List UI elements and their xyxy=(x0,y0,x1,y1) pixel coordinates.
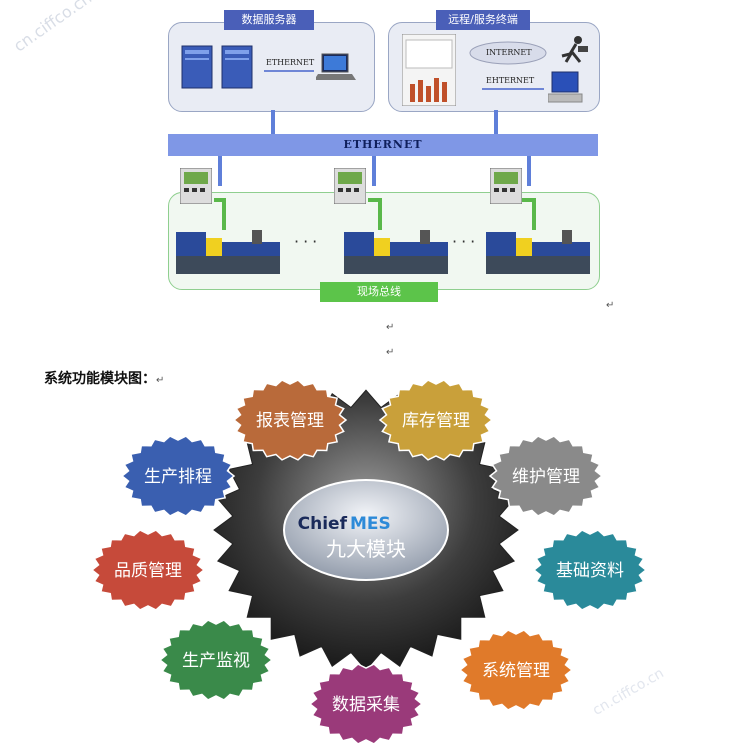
module-label: 数据采集 xyxy=(332,695,400,715)
terminal-icon-1 xyxy=(180,168,212,204)
module-badge-shape xyxy=(232,380,348,461)
module-badge[interactable]: 库存管理 xyxy=(378,380,494,461)
module-badge[interactable]: 生产监视 xyxy=(158,619,274,701)
injection-machine-icon-3 xyxy=(486,230,590,274)
server-icon xyxy=(181,45,253,89)
module-label: 基础资料 xyxy=(556,561,624,581)
module-label: 报表管理 xyxy=(256,411,324,431)
section-heading-text: 系统功能模块图： xyxy=(44,371,156,387)
module-badge[interactable]: 报表管理 xyxy=(232,380,348,461)
server-uplink xyxy=(271,110,275,134)
module-badge-shape xyxy=(90,529,206,611)
laptop-icon xyxy=(316,53,356,80)
field-link-1 xyxy=(222,198,226,230)
data-server-link-line xyxy=(264,70,314,72)
module-badge[interactable]: 基础资料 xyxy=(532,529,648,611)
module-badge-shape xyxy=(378,380,494,461)
data-server-title: 数据服务器 xyxy=(224,10,314,30)
paragraph-mark: ↵ xyxy=(386,347,395,358)
person-icon xyxy=(561,36,588,63)
module-label: 生产监视 xyxy=(182,651,250,671)
remote-uplink xyxy=(494,110,498,134)
field-link-2 xyxy=(378,198,382,230)
internet-label: INTERNET xyxy=(486,48,532,57)
injection-machine-icon-1 xyxy=(176,230,280,274)
module-badge[interactable]: 维护管理 xyxy=(488,435,604,517)
module-diagram: Chief MES 九大模块 报表管理 库存管理 生产排程 维护管理 品质管理 … xyxy=(90,380,648,745)
remote-link-line xyxy=(482,88,544,90)
bus-drop-2 xyxy=(372,156,376,186)
module-badge[interactable]: 品质管理 xyxy=(90,529,206,611)
field-link-2b xyxy=(368,198,382,202)
remote-link-label: EHTERNET xyxy=(486,76,535,85)
section-heading: 系统功能模块图：↵ xyxy=(44,368,164,388)
machine-ellipsis-1: ··· xyxy=(294,232,322,251)
module-label: 库存管理 xyxy=(402,411,470,431)
module-label: 维护管理 xyxy=(512,467,580,487)
center-title: 九大模块 xyxy=(326,537,406,561)
brand-chief: Chief xyxy=(298,514,348,534)
paragraph-mark: ↵ xyxy=(606,300,615,311)
module-badge[interactable]: 生产排程 xyxy=(120,435,236,517)
field-bus-label: 现场总线 xyxy=(320,282,438,302)
module-badge-shape xyxy=(458,629,574,711)
module-badge[interactable]: 系统管理 xyxy=(458,629,574,711)
bus-drop-3 xyxy=(527,156,531,186)
module-badge-shape xyxy=(488,435,604,517)
field-link-3 xyxy=(532,198,536,230)
bus-drop-1 xyxy=(218,156,222,186)
center-oval xyxy=(283,479,449,581)
module-badge-shape xyxy=(120,435,236,517)
field-link-1b xyxy=(214,198,226,202)
module-label: 系统管理 xyxy=(482,661,550,681)
desktop-icon xyxy=(548,71,583,103)
terminal-icon-2 xyxy=(334,168,366,204)
machine-ellipsis-2: ··· xyxy=(452,232,480,251)
module-label: 品质管理 xyxy=(114,561,182,581)
injection-machine-icon-2 xyxy=(344,230,448,274)
ethernet-bus: ETHERNET xyxy=(168,134,598,156)
module-badge[interactable]: 数据采集 xyxy=(308,663,424,745)
data-server-link-label: ETHERNET xyxy=(266,58,315,67)
module-badge-shape xyxy=(158,619,274,701)
field-link-3b xyxy=(522,198,536,202)
module-badge-shape xyxy=(532,529,648,611)
watermark: cn.ciffco.cn xyxy=(10,0,96,56)
brand-mes: MES xyxy=(350,514,391,534)
paragraph-mark: ↵ xyxy=(386,322,395,333)
report-screen-icon xyxy=(402,34,456,106)
heading-paragraph-mark: ↵ xyxy=(156,375,165,386)
remote-title: 远程/服务终端 xyxy=(436,10,530,30)
module-label: 生产排程 xyxy=(144,467,212,487)
internet-cloud-icon xyxy=(469,41,547,65)
terminal-icon-3 xyxy=(490,168,522,204)
module-badge-shape xyxy=(308,663,424,745)
